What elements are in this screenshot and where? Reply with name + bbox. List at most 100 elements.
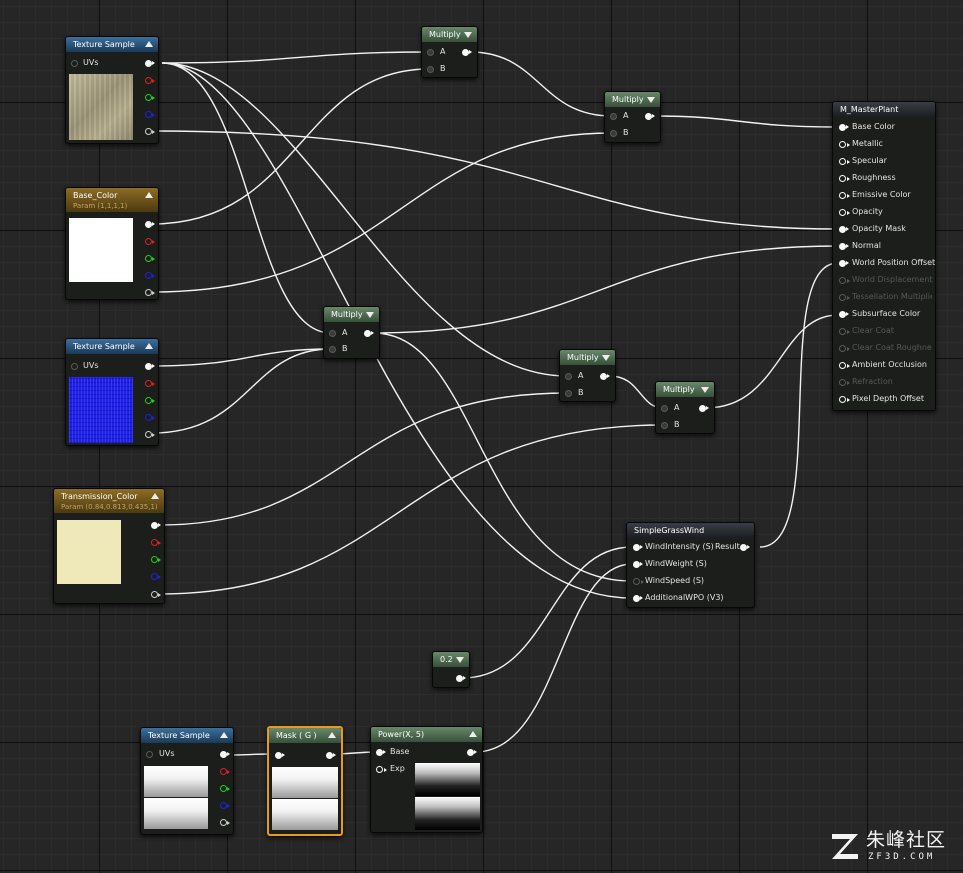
mask-g-node[interactable]: Mask ( G ): [267, 726, 343, 836]
a-input-pin[interactable]: [661, 405, 668, 412]
collapse-arrow-icon[interactable]: [145, 41, 153, 47]
b-input-pin[interactable]: [565, 390, 572, 397]
output-pin[interactable]: [645, 113, 655, 120]
output-pin[interactable]: [364, 330, 374, 337]
node-header[interactable]: Texture Sample: [66, 339, 158, 354]
wind-weight-input-pin[interactable]: [633, 561, 643, 568]
red-output-pin[interactable]: [145, 380, 155, 387]
rgb-output-pin[interactable]: [220, 751, 230, 758]
red-output-pin[interactable]: [151, 539, 161, 546]
green-output-pin[interactable]: [220, 785, 230, 792]
output-pin[interactable]: [462, 49, 472, 56]
additional-wpo-input-pin[interactable]: [633, 595, 643, 602]
output-pin[interactable]: [467, 749, 477, 756]
rgb-output-pin[interactable]: [151, 522, 161, 529]
expand-arrow-icon[interactable]: [456, 657, 464, 663]
roughness-pin[interactable]: [839, 175, 850, 182]
uvs-input-pin[interactable]: [71, 60, 78, 67]
opacity-pin[interactable]: [839, 209, 850, 216]
simple-grass-wind-node[interactable]: SimpleGrassWind WindIntensity (S) WindWe…: [626, 522, 755, 608]
metallic-pin[interactable]: [839, 141, 850, 148]
expand-arrow-icon[interactable]: [366, 312, 374, 318]
red-output-pin[interactable]: [145, 238, 155, 245]
alpha-output-pin[interactable]: [145, 128, 155, 135]
output-pin[interactable]: [326, 752, 336, 759]
multiply-node-5[interactable]: Multiply A B: [655, 381, 715, 434]
texture-sample-node-2[interactable]: Texture Sample UVs: [65, 338, 159, 446]
node-header[interactable]: 0.2: [433, 652, 469, 667]
node-header[interactable]: Texture Sample: [141, 728, 233, 743]
expand-arrow-icon[interactable]: [701, 387, 709, 393]
node-header[interactable]: SimpleGrassWind: [627, 523, 754, 538]
power-node[interactable]: Power(X, 5) Base Exp: [370, 726, 483, 833]
wind-intensity-input-pin[interactable]: [633, 544, 643, 551]
a-input-pin[interactable]: [427, 49, 434, 56]
red-output-pin[interactable]: [220, 768, 230, 775]
texture-sample-node-3[interactable]: Texture Sample UVs: [140, 727, 234, 835]
ambient-occlusion-pin[interactable]: [839, 362, 850, 369]
alpha-output-pin[interactable]: [151, 591, 161, 598]
collapse-arrow-icon[interactable]: [145, 343, 153, 349]
expand-arrow-icon[interactable]: [647, 97, 655, 103]
node-header[interactable]: M_MasterPlant: [833, 102, 935, 117]
clear-coat-pin[interactable]: [839, 328, 850, 335]
world-displacement-pin[interactable]: [839, 277, 850, 284]
output-pin[interactable]: [699, 405, 709, 412]
result-output-pin[interactable]: [740, 544, 750, 551]
constant-node[interactable]: 0.2: [432, 651, 470, 688]
blue-output-pin[interactable]: [145, 414, 155, 421]
collapse-arrow-icon[interactable]: [145, 192, 153, 198]
base-color-pin[interactable]: [839, 124, 849, 131]
material-output-node[interactable]: M_MasterPlant Base Color Metallic Specul…: [832, 101, 936, 411]
blue-output-pin[interactable]: [145, 272, 155, 279]
opacity-mask-pin[interactable]: [839, 226, 849, 233]
multiply-node-4[interactable]: Multiply A B: [559, 349, 616, 402]
multiply-node-1[interactable]: Multiply A B: [421, 26, 478, 78]
wind-speed-input-pin[interactable]: [633, 578, 644, 585]
b-input-pin[interactable]: [610, 130, 617, 137]
emissive-color-pin[interactable]: [839, 192, 850, 199]
base-input-pin[interactable]: [376, 749, 386, 756]
exp-input-pin[interactable]: [376, 766, 387, 773]
subsurface-color-pin[interactable]: [839, 311, 849, 318]
expand-arrow-icon[interactable]: [602, 355, 610, 361]
output-pin[interactable]: [600, 373, 610, 380]
input-pin[interactable]: [275, 752, 285, 759]
texture-sample-node-1[interactable]: Texture Sample UVs: [65, 36, 159, 144]
a-input-pin[interactable]: [610, 113, 617, 120]
specular-pin[interactable]: [839, 158, 850, 165]
collapse-arrow-icon[interactable]: [469, 731, 477, 737]
rgb-output-pin[interactable]: [145, 60, 155, 67]
pixel-depth-offset-pin[interactable]: [839, 396, 850, 403]
world-position-offset-pin[interactable]: [839, 260, 849, 267]
output-pin[interactable]: [456, 675, 466, 682]
a-input-pin[interactable]: [565, 373, 572, 380]
b-input-pin[interactable]: [329, 346, 336, 353]
alpha-output-pin[interactable]: [220, 819, 230, 826]
node-header[interactable]: Texture Sample: [66, 37, 158, 52]
red-output-pin[interactable]: [145, 77, 155, 84]
uvs-input-pin[interactable]: [146, 751, 153, 758]
rgb-output-pin[interactable]: [145, 221, 155, 228]
node-header[interactable]: Mask ( G ): [269, 728, 341, 743]
green-output-pin[interactable]: [145, 255, 155, 262]
refraction-pin[interactable]: [839, 379, 850, 386]
alpha-output-pin[interactable]: [145, 289, 155, 296]
uvs-input-pin[interactable]: [71, 363, 78, 370]
collapse-arrow-icon[interactable]: [151, 493, 159, 499]
multiply-node-3[interactable]: Multiply A B: [323, 306, 380, 359]
green-output-pin[interactable]: [145, 397, 155, 404]
expand-arrow-icon[interactable]: [464, 32, 472, 38]
b-input-pin[interactable]: [427, 66, 434, 73]
collapse-arrow-icon[interactable]: [328, 732, 336, 738]
b-input-pin[interactable]: [661, 422, 668, 429]
alpha-output-pin[interactable]: [145, 431, 155, 438]
blue-output-pin[interactable]: [151, 573, 161, 580]
collapse-arrow-icon[interactable]: [220, 732, 228, 738]
green-output-pin[interactable]: [151, 556, 161, 563]
tessellation-multiplier-pin[interactable]: [839, 294, 850, 301]
